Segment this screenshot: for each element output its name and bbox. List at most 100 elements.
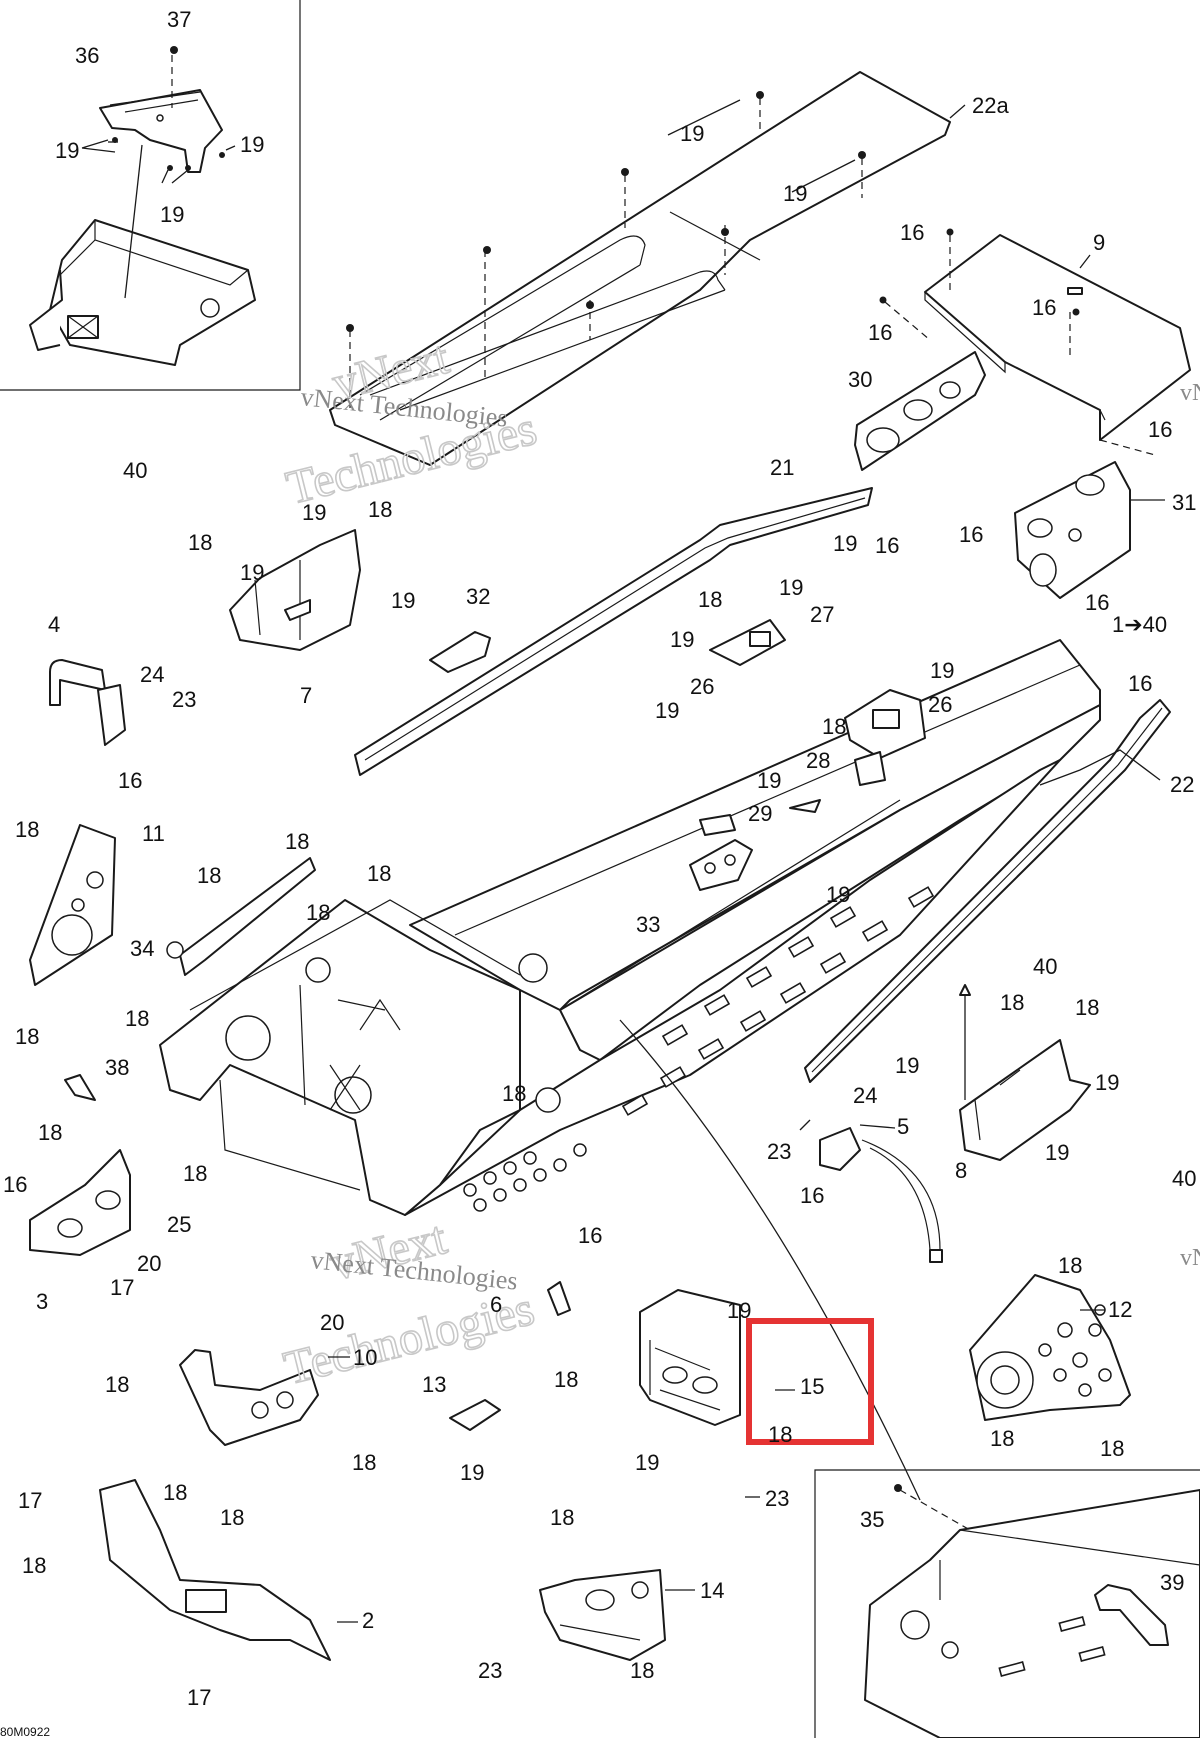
floor-holes xyxy=(463,1143,587,1212)
callout-34: 34 xyxy=(130,936,154,961)
callout-2: 2 xyxy=(362,1608,374,1633)
callout-37: 37 xyxy=(167,7,191,32)
callout-18: 18 xyxy=(502,1081,526,1106)
callout-8: 8 xyxy=(955,1158,967,1183)
callout-16: 16 xyxy=(118,768,142,793)
callout-24: 24 xyxy=(140,662,164,687)
callout-23: 23 xyxy=(172,687,196,712)
callout-18: 18 xyxy=(105,1372,129,1397)
callout-18: 18 xyxy=(197,863,221,888)
callout-18: 18 xyxy=(822,714,846,739)
callout-18: 18 xyxy=(554,1367,578,1392)
callout-40: 40 xyxy=(1033,954,1057,979)
highlight-box xyxy=(746,1318,874,1445)
callout-20: 20 xyxy=(320,1310,344,1335)
callout-16: 16 xyxy=(868,320,892,345)
callout-40: 40 xyxy=(123,458,147,483)
callout-23: 23 xyxy=(478,1658,502,1683)
callout-33: 33 xyxy=(636,912,660,937)
callout-19: 19 xyxy=(783,181,807,206)
callout-18: 18 xyxy=(188,530,212,555)
callout-25: 25 xyxy=(167,1212,191,1237)
callout-35: 35 xyxy=(860,1507,884,1532)
callout-4: 4 xyxy=(48,612,60,637)
callout-19: 19 xyxy=(727,1298,751,1323)
callout-labels: 37 36 19 19 19 22a 19 19 16 9 16 16 30 1… xyxy=(0,7,1196,1738)
small-brackets xyxy=(29,529,1131,1661)
callout-24: 24 xyxy=(853,1083,877,1108)
callout-22a: 22a xyxy=(972,93,1009,118)
callout-16: 16 xyxy=(875,533,899,558)
tunnel-slots xyxy=(621,886,935,1116)
callout-19: 19 xyxy=(895,1053,919,1078)
callout-6: 6 xyxy=(490,1292,502,1317)
callout-22: 22 xyxy=(1170,772,1194,797)
callout-19: 19 xyxy=(826,882,850,907)
leader-lines xyxy=(328,749,1161,1623)
callout-18: 18 xyxy=(306,900,330,925)
callout-19: 19 xyxy=(460,1460,484,1485)
callout-16: 16 xyxy=(959,522,983,547)
part-30-31 xyxy=(854,351,1165,599)
callout-16: 16 xyxy=(1148,417,1172,442)
callout-19: 19 xyxy=(302,500,326,525)
callout-17: 17 xyxy=(18,1488,42,1513)
watermark-cut-2: vN xyxy=(1180,1245,1200,1271)
callout-19: 19 xyxy=(391,588,415,613)
callout-30: 30 xyxy=(848,367,872,392)
callout-19: 19 xyxy=(160,202,184,227)
callout-27: 27 xyxy=(810,602,834,627)
callout-39: 39 xyxy=(1160,1570,1184,1595)
callout-7: 7 xyxy=(300,683,312,708)
callout-19: 19 xyxy=(680,121,704,146)
callout-16: 16 xyxy=(800,1183,824,1208)
callout-16: 16 xyxy=(1032,295,1056,320)
callout-28: 28 xyxy=(806,748,830,773)
callout-18: 18 xyxy=(630,1658,654,1683)
inset-top-left xyxy=(0,0,301,391)
callout-18: 18 xyxy=(38,1120,62,1145)
callout-19: 19 xyxy=(1095,1070,1119,1095)
callout-14: 14 xyxy=(700,1578,724,1603)
callout-19: 18 xyxy=(550,1505,574,1530)
callout-18: 18 xyxy=(990,1426,1014,1451)
callout-16: 16 xyxy=(578,1223,602,1248)
callout-18: 18 xyxy=(1058,1253,1082,1278)
callout-17: 17 xyxy=(187,1685,211,1710)
callout-19: 19 xyxy=(655,698,679,723)
callout-29: 29 xyxy=(748,801,772,826)
callout-19: 19 xyxy=(240,132,264,157)
callout-20: 20 xyxy=(137,1251,161,1276)
callout-36: 36 xyxy=(75,43,99,68)
callout-18: 18 xyxy=(368,497,392,522)
callout-17: 17 xyxy=(110,1275,134,1300)
callout-32: 32 xyxy=(466,584,490,609)
callout-18: 18 xyxy=(698,587,722,612)
callout-23: 23 xyxy=(767,1139,791,1164)
callout-18: 18 xyxy=(367,861,391,886)
callout-18: 18 xyxy=(163,1480,187,1505)
callout-19: 19 xyxy=(757,768,781,793)
part-21-rail xyxy=(354,487,873,776)
callout-18: 18 xyxy=(220,1505,244,1530)
callout-15: 15 xyxy=(800,1374,824,1399)
callout-18: 18 xyxy=(768,1422,792,1447)
callout-26: 26 xyxy=(690,674,714,699)
callout-19: 19 xyxy=(1045,1140,1069,1165)
callout-5: 5 xyxy=(897,1114,909,1139)
callout-19: 19 xyxy=(670,627,694,652)
callout-16: 16 xyxy=(1128,671,1152,696)
callout-16: 16 xyxy=(900,220,924,245)
callout-18: 18 xyxy=(1000,990,1024,1015)
part-1-tunnel xyxy=(159,639,1101,1501)
callout-18: 18 xyxy=(285,829,309,854)
watermark-cut: vN xyxy=(1180,380,1200,406)
callout-16: 16 xyxy=(3,1172,27,1197)
callout-26: 26 xyxy=(928,692,952,717)
callout-19: 19 xyxy=(833,531,857,556)
callout-18: 18 xyxy=(22,1553,46,1578)
callout-13: 13 xyxy=(422,1372,446,1397)
callout-1-40: 1➔40 xyxy=(1112,612,1167,637)
inset-bottom-right xyxy=(814,1469,1200,1738)
callout-38: 38 xyxy=(105,1055,129,1080)
